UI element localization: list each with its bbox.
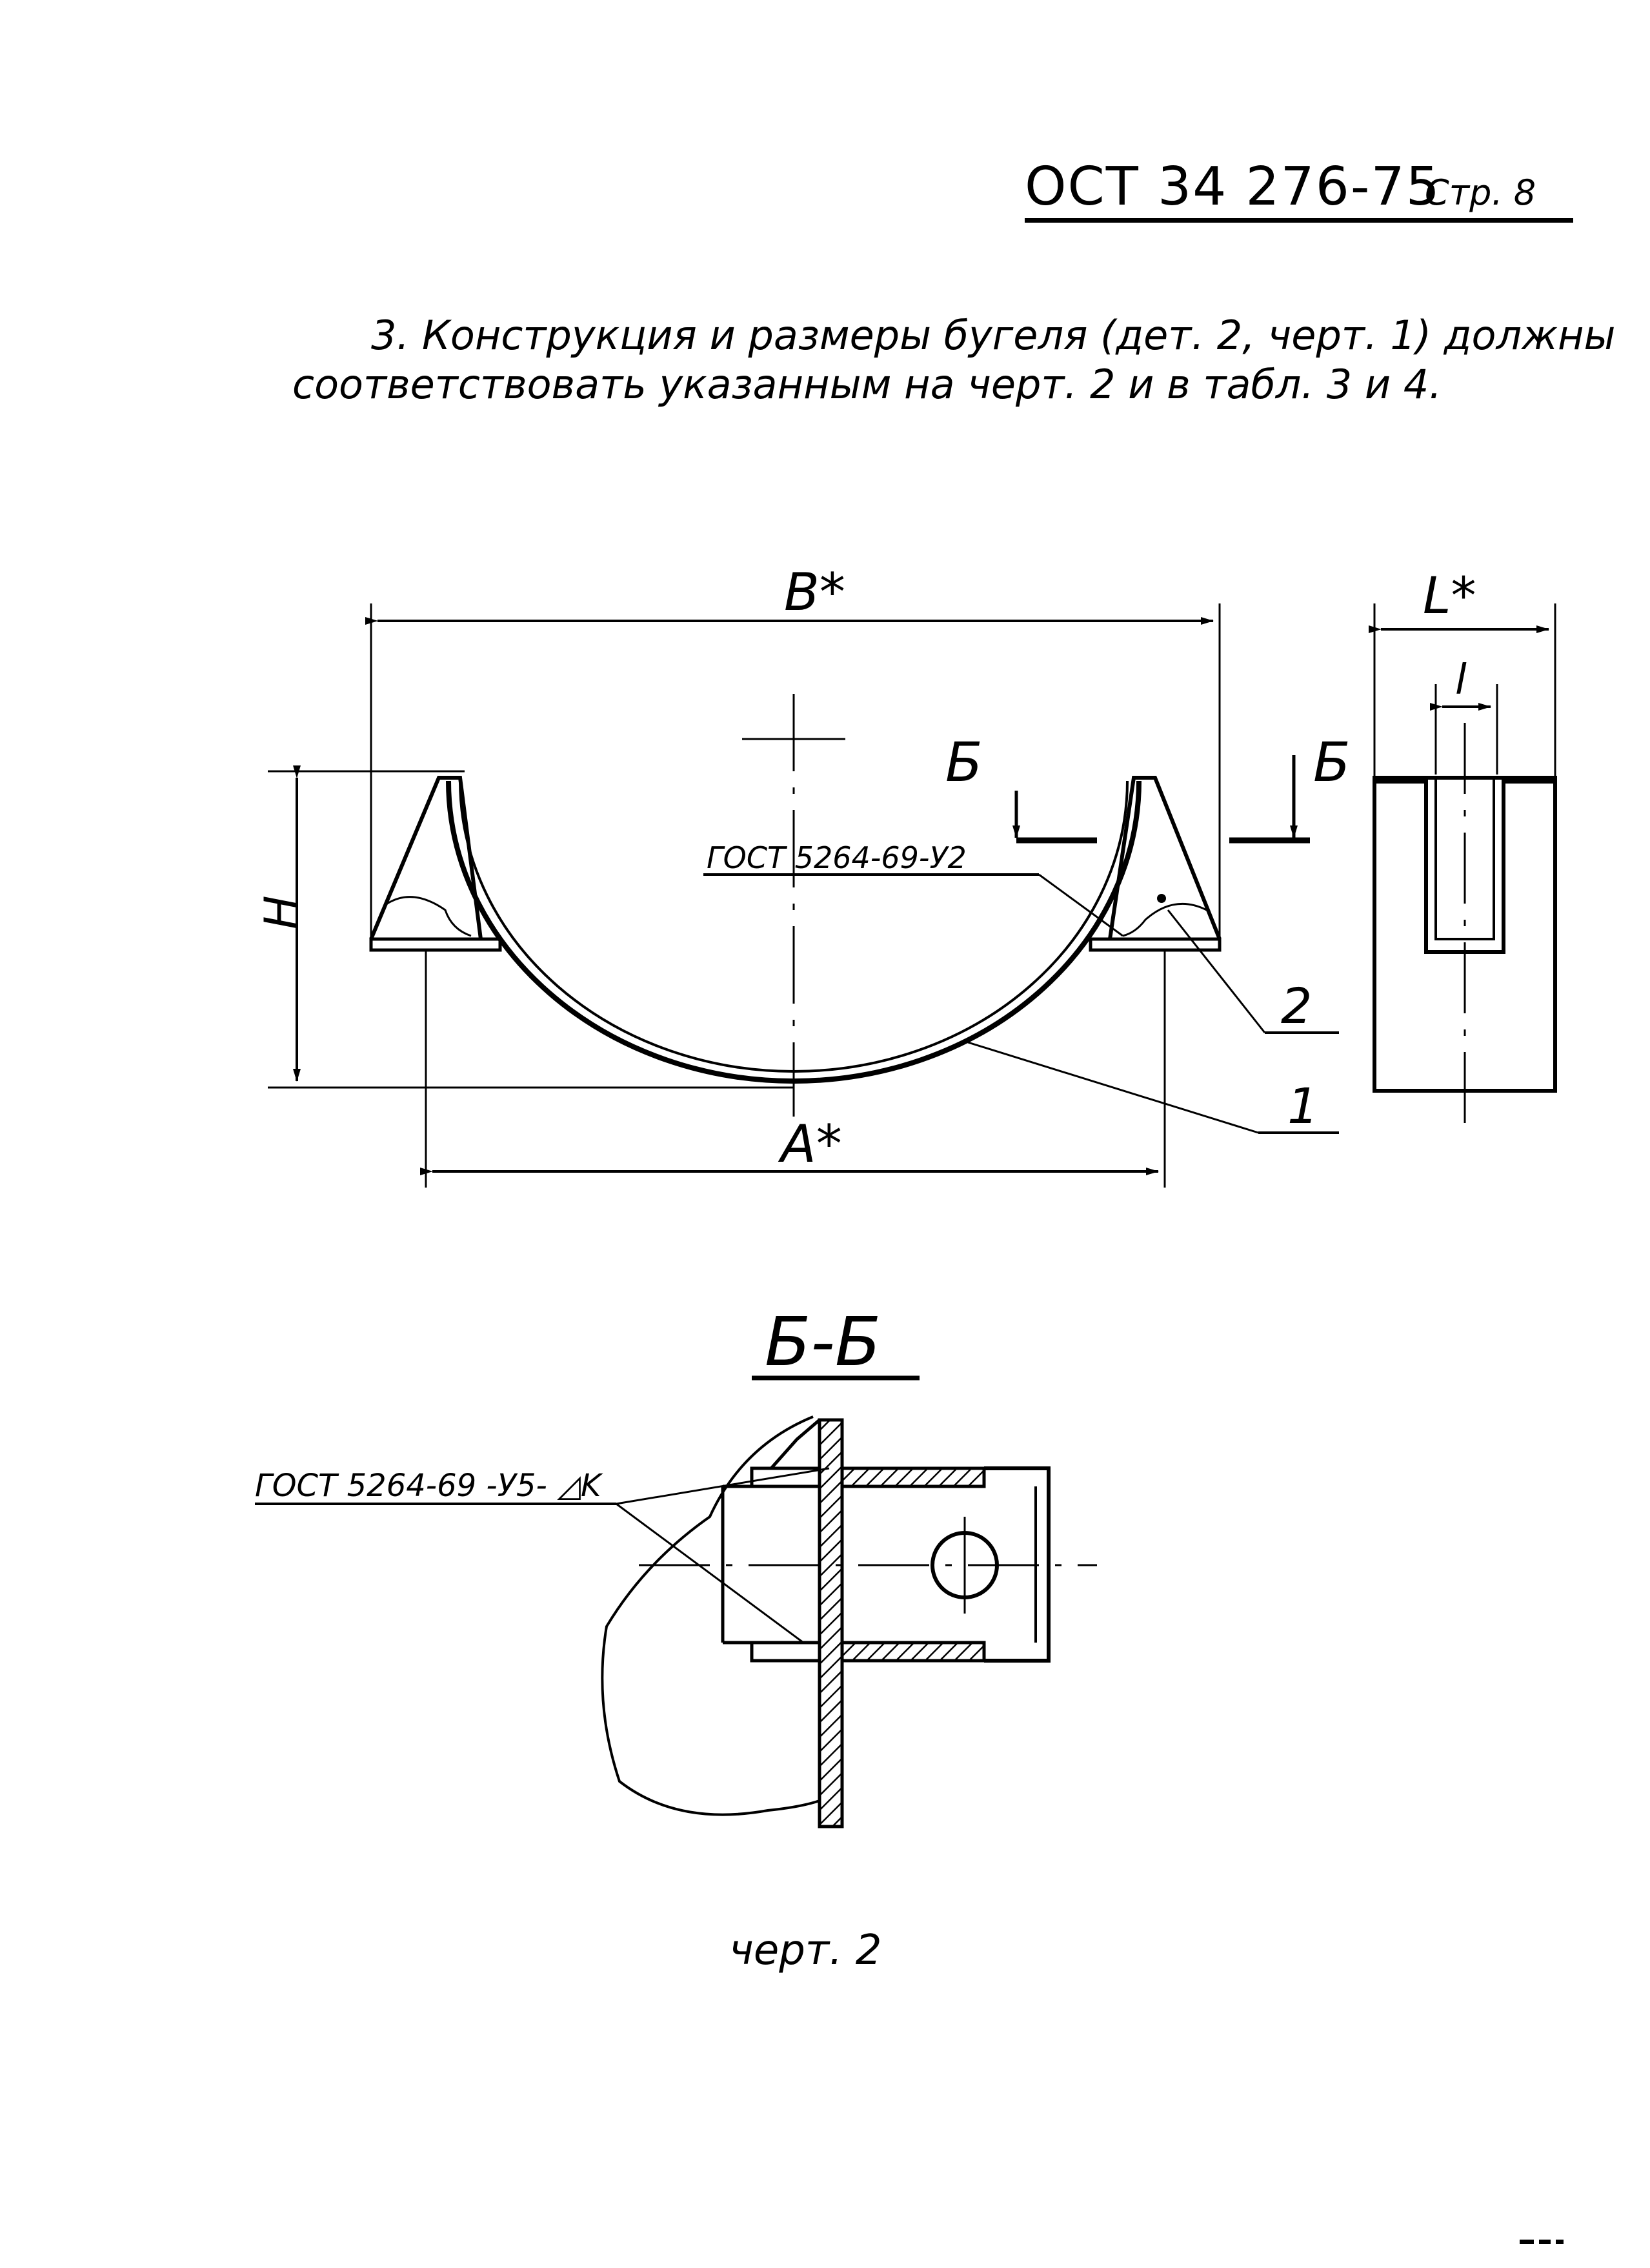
section-view (255, 1375, 1097, 1828)
figure-caption: черт. 2 (729, 1927, 882, 1974)
weld-note-1: ГОСТ 5264-69-У2 (707, 840, 967, 875)
callout-1: 1 (1287, 1077, 1318, 1135)
paragraph-line-1: 3. Конструкция и размеры бугеля (дет. 2,… (371, 312, 1616, 359)
section-mark-left: Б (945, 731, 983, 794)
page-number: Стр. 8 (1425, 172, 1536, 213)
dim-l-label: l (1455, 656, 1467, 704)
section-title: Б-Б (765, 1302, 881, 1381)
side-view (1369, 603, 1557, 1136)
dim-L-label: L* (1423, 567, 1476, 625)
header-underline (1025, 218, 1573, 223)
paragraph-line-2: соответствовать указанным на черт. 2 и в… (292, 361, 1442, 408)
dim-A-label: A* (778, 1114, 842, 1174)
page-header: ОСТ 34 276-75 Стр. 8 (1025, 152, 1573, 223)
callout-2: 2 (1281, 977, 1312, 1035)
section-mark-right: Б (1313, 731, 1351, 794)
dim-B-label: B* (784, 562, 845, 622)
doc-code: ОСТ 34 276-75 (1025, 156, 1441, 218)
corner-mark (1520, 2240, 1564, 2244)
front-view (268, 603, 1339, 1188)
weld-note-2: ГОСТ 5264-69 -У5- ◿K (255, 1468, 603, 1504)
dim-H-label: H (255, 895, 308, 929)
